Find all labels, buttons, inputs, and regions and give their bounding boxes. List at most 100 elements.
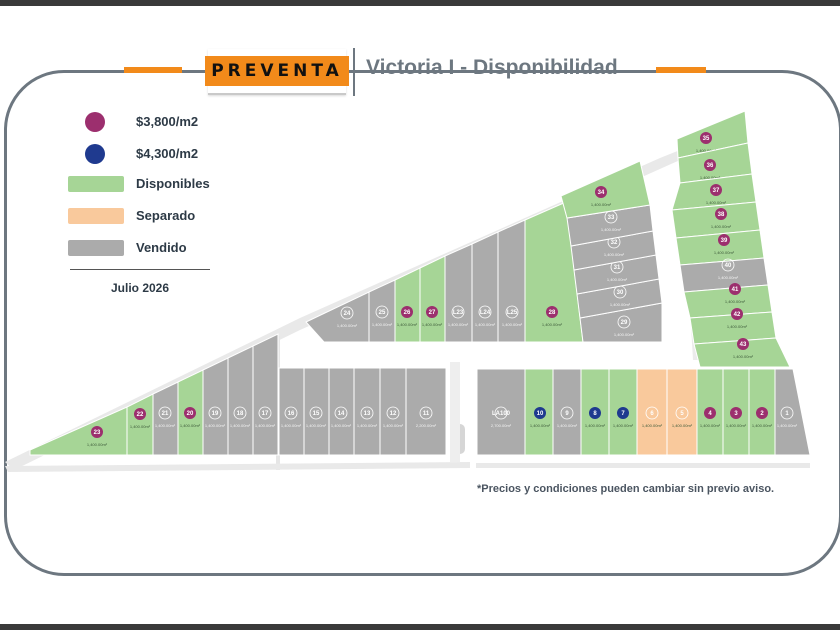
lot-area: 1,400.00m²	[502, 322, 523, 327]
lot-number-badge	[309, 406, 323, 420]
legend-label: Vendido	[136, 240, 187, 255]
lot-number-badge	[184, 407, 196, 419]
lot-18[interactable]: 181,400.00m²	[227, 345, 254, 456]
lot-area: 1,400.00m²	[601, 227, 622, 232]
lot-shape[interactable]	[476, 368, 526, 456]
lot-number: 27	[429, 310, 436, 316]
lot-41[interactable]: 411,400.00m²	[683, 283, 773, 319]
lot-34[interactable]: 341,400.00m²	[560, 160, 651, 219]
lot-number: 15	[313, 411, 320, 417]
lot-area: 1,400.00m²	[397, 322, 418, 327]
lot-number-badge	[91, 426, 103, 438]
lot-6[interactable]: 61,400.00m²	[636, 368, 668, 456]
lot-area: 1,400.00m²	[733, 354, 754, 359]
lot-shape[interactable]	[227, 345, 254, 456]
lot-area: 1,400.00m²	[331, 423, 352, 428]
lot-5[interactable]: 51,400.00m²	[666, 368, 698, 456]
legend-item-price-3800: $3,800/m2	[68, 112, 228, 134]
legend-label: Disponibles	[136, 176, 210, 191]
sold-swatch	[68, 240, 124, 256]
lot-13[interactable]: 131,400.00m²	[353, 367, 381, 456]
lot-number-badge	[208, 406, 222, 420]
lot-shape[interactable]	[305, 291, 370, 343]
lot-35[interactable]: 351,400.00m²	[676, 110, 749, 159]
legend-item-price-4300: $4,300/m2	[68, 144, 228, 166]
lot-3[interactable]: 31,400.00m²	[722, 368, 750, 456]
lot-number-badge	[617, 315, 631, 329]
lot-16[interactable]: 161,400.00m²	[278, 367, 305, 456]
lot-20[interactable]: 201,400.00m²	[177, 369, 204, 456]
lot-shape[interactable]	[693, 337, 791, 368]
lot-area: 1,400.00m²	[714, 250, 735, 255]
lot-area: 1,400.00m²	[726, 423, 747, 428]
lot-shape[interactable]	[394, 267, 421, 343]
lot-33[interactable]: 331,400.00m²	[566, 204, 654, 247]
lot-number: 40	[725, 263, 732, 269]
lot-number: 9	[565, 411, 569, 417]
lot-28[interactable]: 281,400.00m²	[524, 201, 584, 343]
reserved-swatch	[68, 208, 124, 224]
lot-8[interactable]: 81,400.00m²	[580, 368, 610, 456]
lot-27[interactable]: 271,400.00m²	[419, 255, 446, 343]
lot-10[interactable]: 101,400.00m²	[524, 368, 554, 456]
lot-43[interactable]: 431,400.00m²	[693, 337, 791, 368]
lot-shape[interactable]	[29, 406, 128, 456]
price-dot-icon	[85, 112, 105, 132]
lot-number-badge	[645, 406, 659, 420]
lot-number: 37	[713, 188, 720, 194]
lot-shape[interactable]	[152, 381, 179, 456]
lot-shape[interactable]	[252, 333, 279, 456]
lot-number: 42	[734, 312, 741, 318]
lot-number: 16	[288, 411, 295, 417]
lot-2[interactable]: 21,400.00m²	[748, 368, 776, 456]
lot-area: 2,700.00m²	[491, 423, 512, 428]
lot-shape[interactable]	[774, 368, 811, 456]
lot-number-badge	[334, 406, 348, 420]
lot-number: 12	[390, 411, 397, 417]
lot-4[interactable]: 41,400.00m²	[696, 368, 724, 456]
lot-number-badge	[704, 407, 716, 419]
legend-date: Julio 2026	[110, 281, 170, 295]
lot-17[interactable]: 171,400.00m²	[252, 333, 279, 456]
lot-15[interactable]: 151,400.00m²	[303, 367, 330, 456]
lot-area: 1,400.00m²	[383, 423, 404, 428]
lot-11[interactable]: 112,200.00m²	[405, 367, 447, 456]
lot-shape[interactable]	[419, 255, 446, 343]
lot-1[interactable]: 11,400.00m²	[774, 368, 811, 456]
lot-23[interactable]: 231,400.00m²	[29, 406, 128, 456]
lot-number-badge	[284, 406, 298, 420]
lot-number: 38	[718, 212, 725, 218]
lot-number: 2	[760, 411, 764, 417]
lot-26[interactable]: 261,400.00m²	[394, 267, 421, 343]
lot-shape[interactable]	[278, 367, 305, 456]
lot-shape[interactable]	[444, 243, 473, 343]
lot-number-badge	[675, 406, 689, 420]
bottom-border	[0, 624, 840, 630]
lot-area: 1,400.00m²	[700, 423, 721, 428]
lot-LA100[interactable]: LA100 2,700.00m²	[476, 368, 526, 456]
lot-24[interactable]: 241,400.00m²	[305, 291, 370, 343]
lot-shape[interactable]	[202, 357, 229, 456]
lot-12[interactable]: 12 1,400.00m²	[379, 367, 407, 456]
lot-number-badge	[478, 305, 492, 319]
lot-14[interactable]: 141,400.00m²	[328, 367, 355, 456]
lot-number: 31	[614, 265, 621, 271]
lot-number: LA100	[492, 411, 511, 417]
legend-label: $3,800/m2	[136, 114, 199, 129]
lot-39[interactable]: 391,400.00m²	[675, 229, 765, 266]
lot-area: 1,400.00m²	[604, 252, 625, 257]
lot-9[interactable]: 91,400.00m²	[552, 368, 582, 456]
lot-29[interactable]: 291,400.00m²	[579, 302, 663, 343]
lot-19[interactable]: 191,400.00m²	[202, 357, 229, 456]
lot-area: 1,400.00m²	[255, 423, 276, 428]
lot-number: 8	[593, 411, 597, 417]
lot-number-badge	[718, 234, 730, 246]
lot-21[interactable]: 211,400.00m²	[152, 381, 179, 456]
lot-number: L25	[507, 310, 518, 316]
lot-7[interactable]: 71,400.00m²	[608, 368, 638, 456]
lot-22[interactable]: 221,400.00m²	[126, 393, 154, 456]
lot-L25[interactable]: L25 1,400.00m²	[497, 219, 526, 343]
